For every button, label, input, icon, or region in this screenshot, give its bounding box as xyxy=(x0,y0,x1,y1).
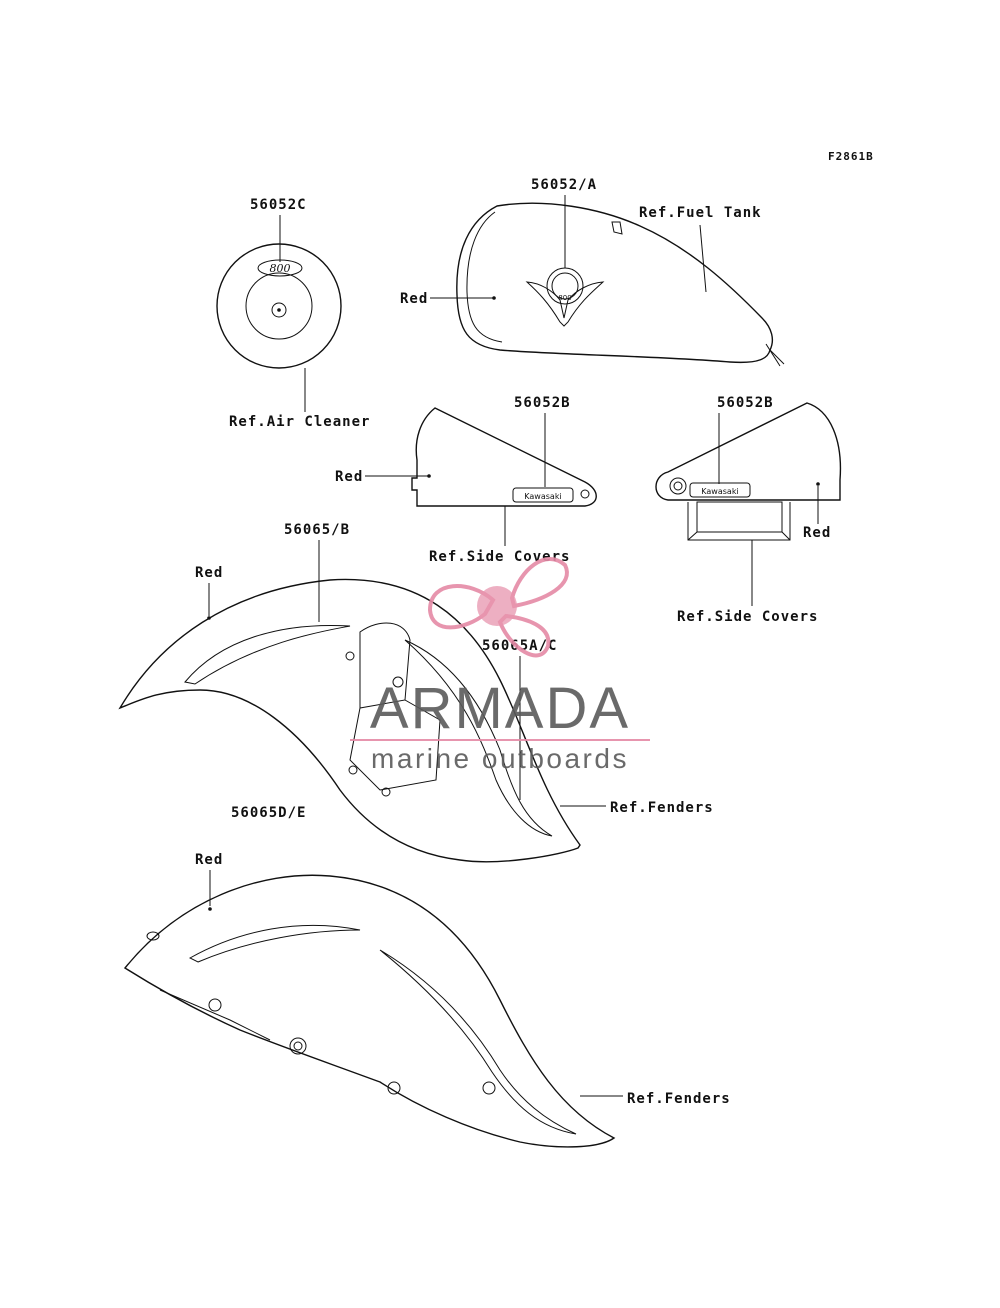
fuel-tank-part-number: 56052/A xyxy=(531,177,597,193)
air-cleaner-part-number: 56052C xyxy=(250,197,307,213)
side-cover-left-color-label: Red xyxy=(335,469,363,485)
side-cover-right: Kawasaki xyxy=(655,402,842,541)
side-cover-left-ref-label: Ref.Side Covers xyxy=(429,549,570,565)
rear-fender xyxy=(123,874,616,1148)
front-fender xyxy=(118,578,581,863)
fuel-tank-v-emblem: 800 xyxy=(525,267,605,327)
air-cleaner-800-emblem: 800 xyxy=(257,259,303,277)
side-cover-left-emblem-text: Kawasaki xyxy=(524,492,561,501)
air-cleaner-ref-label: Ref.Air Cleaner xyxy=(229,414,370,430)
side-cover-right-part-number: 56052B xyxy=(717,395,774,411)
propeller-logo-icon xyxy=(427,557,569,658)
fuel-tank: 800 xyxy=(456,202,785,367)
fuel-tank-ref-label: Ref.Fuel Tank xyxy=(639,205,762,221)
rear-fender-color-label: Red xyxy=(195,852,223,868)
air-cleaner-emblem-text: 800 xyxy=(270,262,291,275)
watermark-brand: ARMADA xyxy=(370,676,630,741)
air-cleaner-cover: 800 xyxy=(216,243,342,369)
side-cover-right-ref-label: Ref.Side Covers xyxy=(677,609,818,625)
watermark-tagline: marine outboards xyxy=(371,743,629,774)
front-fender-ref-label: Ref.Fenders xyxy=(610,800,714,816)
side-cover-left-part-number: 56052B xyxy=(514,395,571,411)
side-cover-right-color-label: Red xyxy=(803,525,831,541)
rear-fender-ref-label: Ref.Fenders xyxy=(627,1091,731,1107)
fuel-tank-emblem-text: 800 xyxy=(558,294,571,302)
front-fender-color-label: Red xyxy=(195,565,223,581)
armada-watermark: ARMADA marine outboards xyxy=(350,557,650,774)
rear-fender-part-number: 56065D/E xyxy=(231,805,306,821)
figure-code: F2861B xyxy=(828,150,874,163)
side-cover-left: Kawasaki xyxy=(411,407,597,507)
side-cover-right-emblem-text: Kawasaki xyxy=(701,487,738,496)
front-fender-part-number-b: 56065/B xyxy=(284,522,350,538)
fuel-tank-color-label: Red xyxy=(400,291,428,307)
